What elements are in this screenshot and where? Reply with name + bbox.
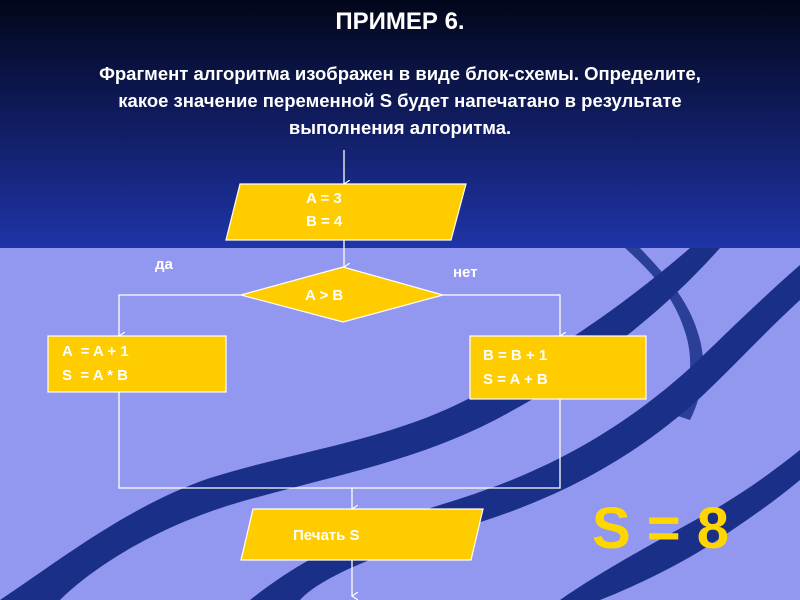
- yes-label: да: [155, 256, 173, 273]
- output-block: [240, 508, 484, 561]
- slide-title: ПРИМЕР 6.: [335, 8, 465, 35]
- answer-text: S = 8: [592, 496, 730, 561]
- output-text: Печать S: [293, 527, 360, 544]
- input-line-2: B = 4: [306, 213, 343, 230]
- input-line-1: A = 3: [306, 190, 342, 207]
- yes-branch-line: [119, 294, 241, 336]
- no-label: нет: [453, 264, 478, 281]
- task-line-1: Фрагмент алгоритма изображен в виде блок…: [99, 63, 701, 84]
- no-line-1: B = B + 1: [483, 347, 547, 364]
- yes-line-2: S = A * B: [62, 367, 128, 384]
- no-line-2: S = A + B: [483, 371, 548, 388]
- task-description: Фрагмент алгоритма изображен в виде блок…: [0, 60, 800, 141]
- no-block: [469, 335, 647, 400]
- task-line-2: какое значение переменной S будет напеча…: [118, 90, 682, 111]
- merge-line: [118, 392, 561, 489]
- connectors: [119, 150, 560, 596]
- condition-text: A > B: [305, 287, 343, 304]
- no-branch-line: [443, 294, 560, 336]
- decorative-waves: [0, 248, 800, 600]
- condition-diamond: [238, 266, 446, 323]
- input-block: [225, 183, 467, 241]
- task-line-3: выполнения алгоритма.: [288, 117, 512, 138]
- yes-block: [47, 335, 227, 393]
- yes-line-1: A = A + 1: [62, 343, 129, 360]
